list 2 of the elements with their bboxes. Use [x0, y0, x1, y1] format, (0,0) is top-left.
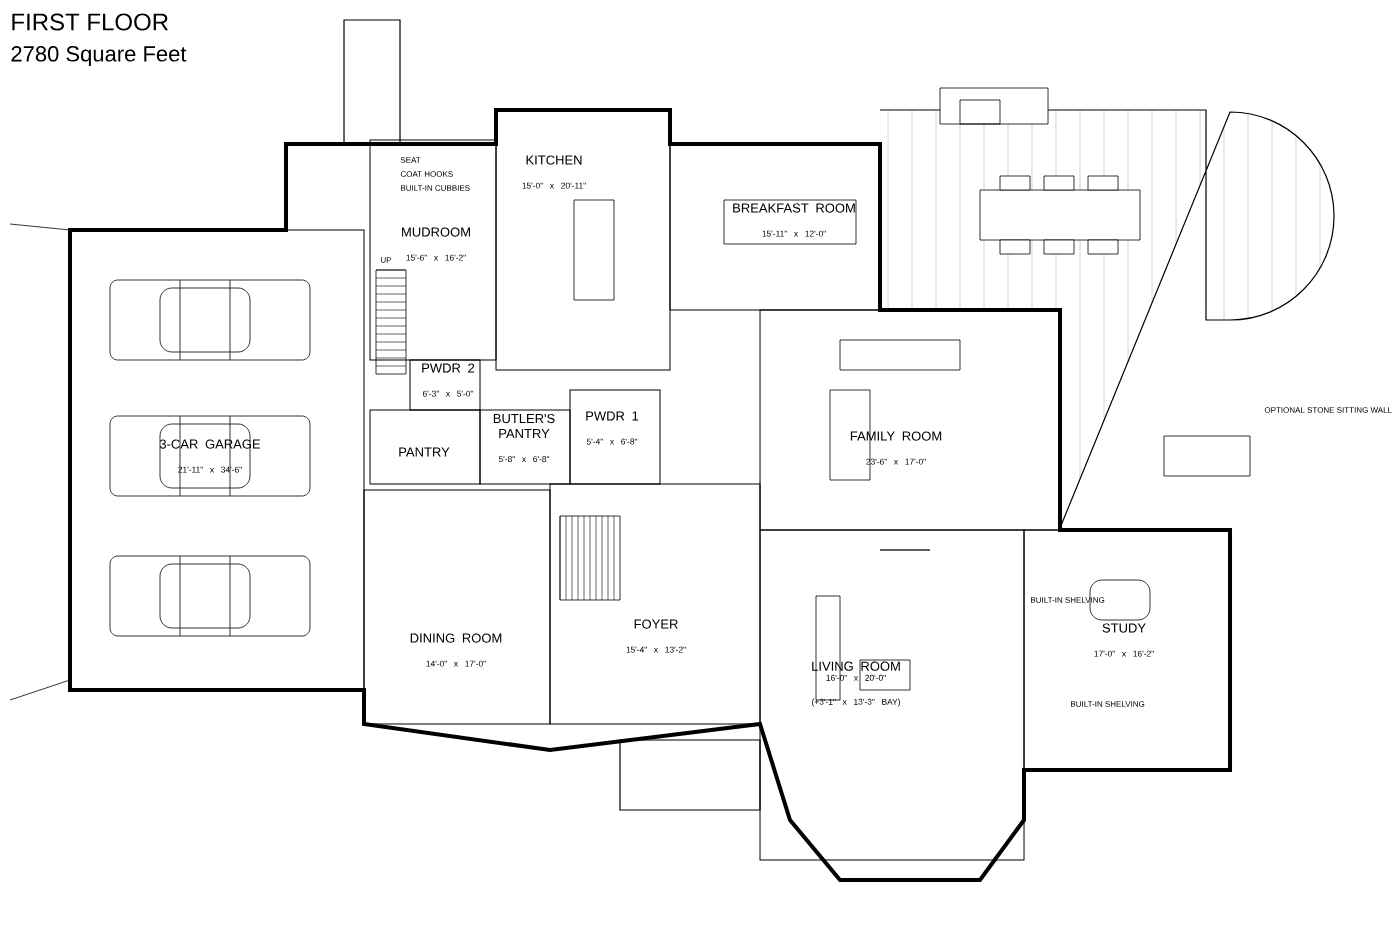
area-text: 2780 Square Feet	[11, 46, 187, 66]
title: FIRST FLOOR	[12, 13, 168, 31]
